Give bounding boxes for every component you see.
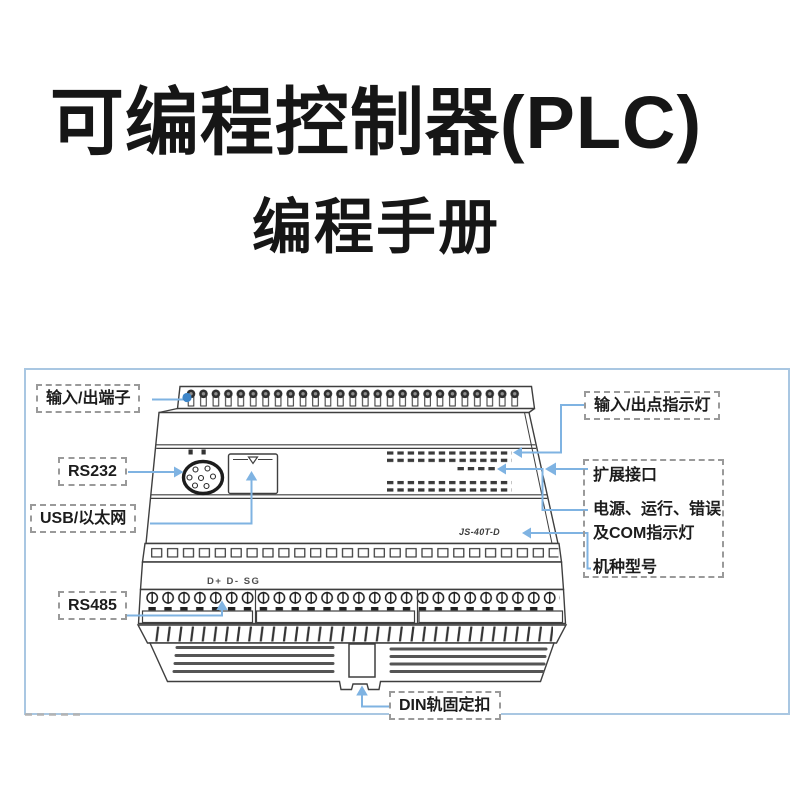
leader-rs485 — [118, 609, 223, 617]
arrow-status — [497, 463, 506, 475]
arrow-model — [522, 527, 531, 539]
leader-io-indicators — [521, 404, 584, 454]
callout-group-box: 扩展接口 电源、运行、错误 及COM指示灯 机种型号 — [583, 459, 724, 578]
page-subtitle: 编程手册 — [252, 194, 500, 262]
top-terminal-strip — [158, 385, 536, 414]
leader-dot-io-terminals — [182, 392, 192, 403]
status-indicators-line1: 电源、运行、错误 — [593, 501, 722, 518]
callout-usb-ethernet: USB/以太网 — [30, 504, 137, 534]
leader-arrowheads — [174, 392, 556, 696]
arrow-io-indicators — [513, 447, 522, 458]
callout-model-name: 机种型号 — [593, 559, 658, 576]
callout-status-indicators: 电源、运行、错误 及COM指示灯 — [593, 498, 721, 546]
callout-io-terminals: 输入/出端子 — [36, 384, 141, 414]
rs485-pin-labels: D+ D- SG — [207, 576, 261, 587]
bottom-terminal-strip — [137, 588, 567, 625]
leader-status — [506, 468, 588, 511]
leader-model — [530, 532, 591, 570]
page-title: 可编程控制器(PLC) — [49, 81, 703, 164]
leader-din — [361, 695, 389, 708]
callout-rs232: RS232 — [58, 457, 127, 487]
arrow-din — [356, 685, 368, 696]
callout-rs485: RS485 — [58, 591, 127, 621]
device-upper-body — [145, 411, 559, 545]
arrow-rs232 — [174, 466, 184, 478]
device-model-text: JS-40T-D — [459, 527, 500, 537]
hatched-strip — [136, 624, 568, 644]
leader-lines — [118, 398, 591, 708]
expansion-squares-row — [141, 542, 563, 563]
callout-io-point-indicators: 输入/出点指示灯 — [584, 391, 721, 421]
device-base — [148, 642, 555, 691]
plc-device-drawing — [136, 385, 568, 691]
callout-din-rail-clip: DIN轨固定扣 — [389, 691, 501, 721]
arrow-rs485 — [216, 600, 228, 610]
arrow-usb — [245, 471, 258, 481]
leader-usb — [150, 479, 253, 525]
status-indicators-line2: 及COM指示灯 — [593, 525, 695, 542]
arrow-expansion — [545, 462, 556, 476]
device-mid-lower-face — [139, 561, 565, 591]
led-indicator-matrix — [387, 451, 512, 494]
vent-slots — [172, 646, 548, 673]
callout-expansion-port: 扩展接口 — [593, 467, 658, 484]
rs232-connector — [181, 449, 225, 496]
title-block: 可编程控制器(PLC) 编程手册 — [0, 82, 752, 261]
